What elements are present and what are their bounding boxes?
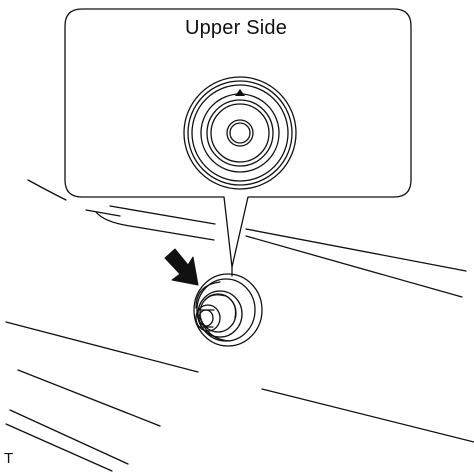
corner-mark: T [4, 450, 14, 467]
callout-box [64, 8, 412, 268]
arrow-pointer-icon [164, 248, 199, 286]
clip-detail-view [183, 76, 297, 190]
callout-title: Upper Side [184, 17, 288, 39]
panel-lines [5, 179, 474, 472]
triangle-marker-icon [235, 89, 245, 96]
clip-on-panel [193, 273, 263, 347]
